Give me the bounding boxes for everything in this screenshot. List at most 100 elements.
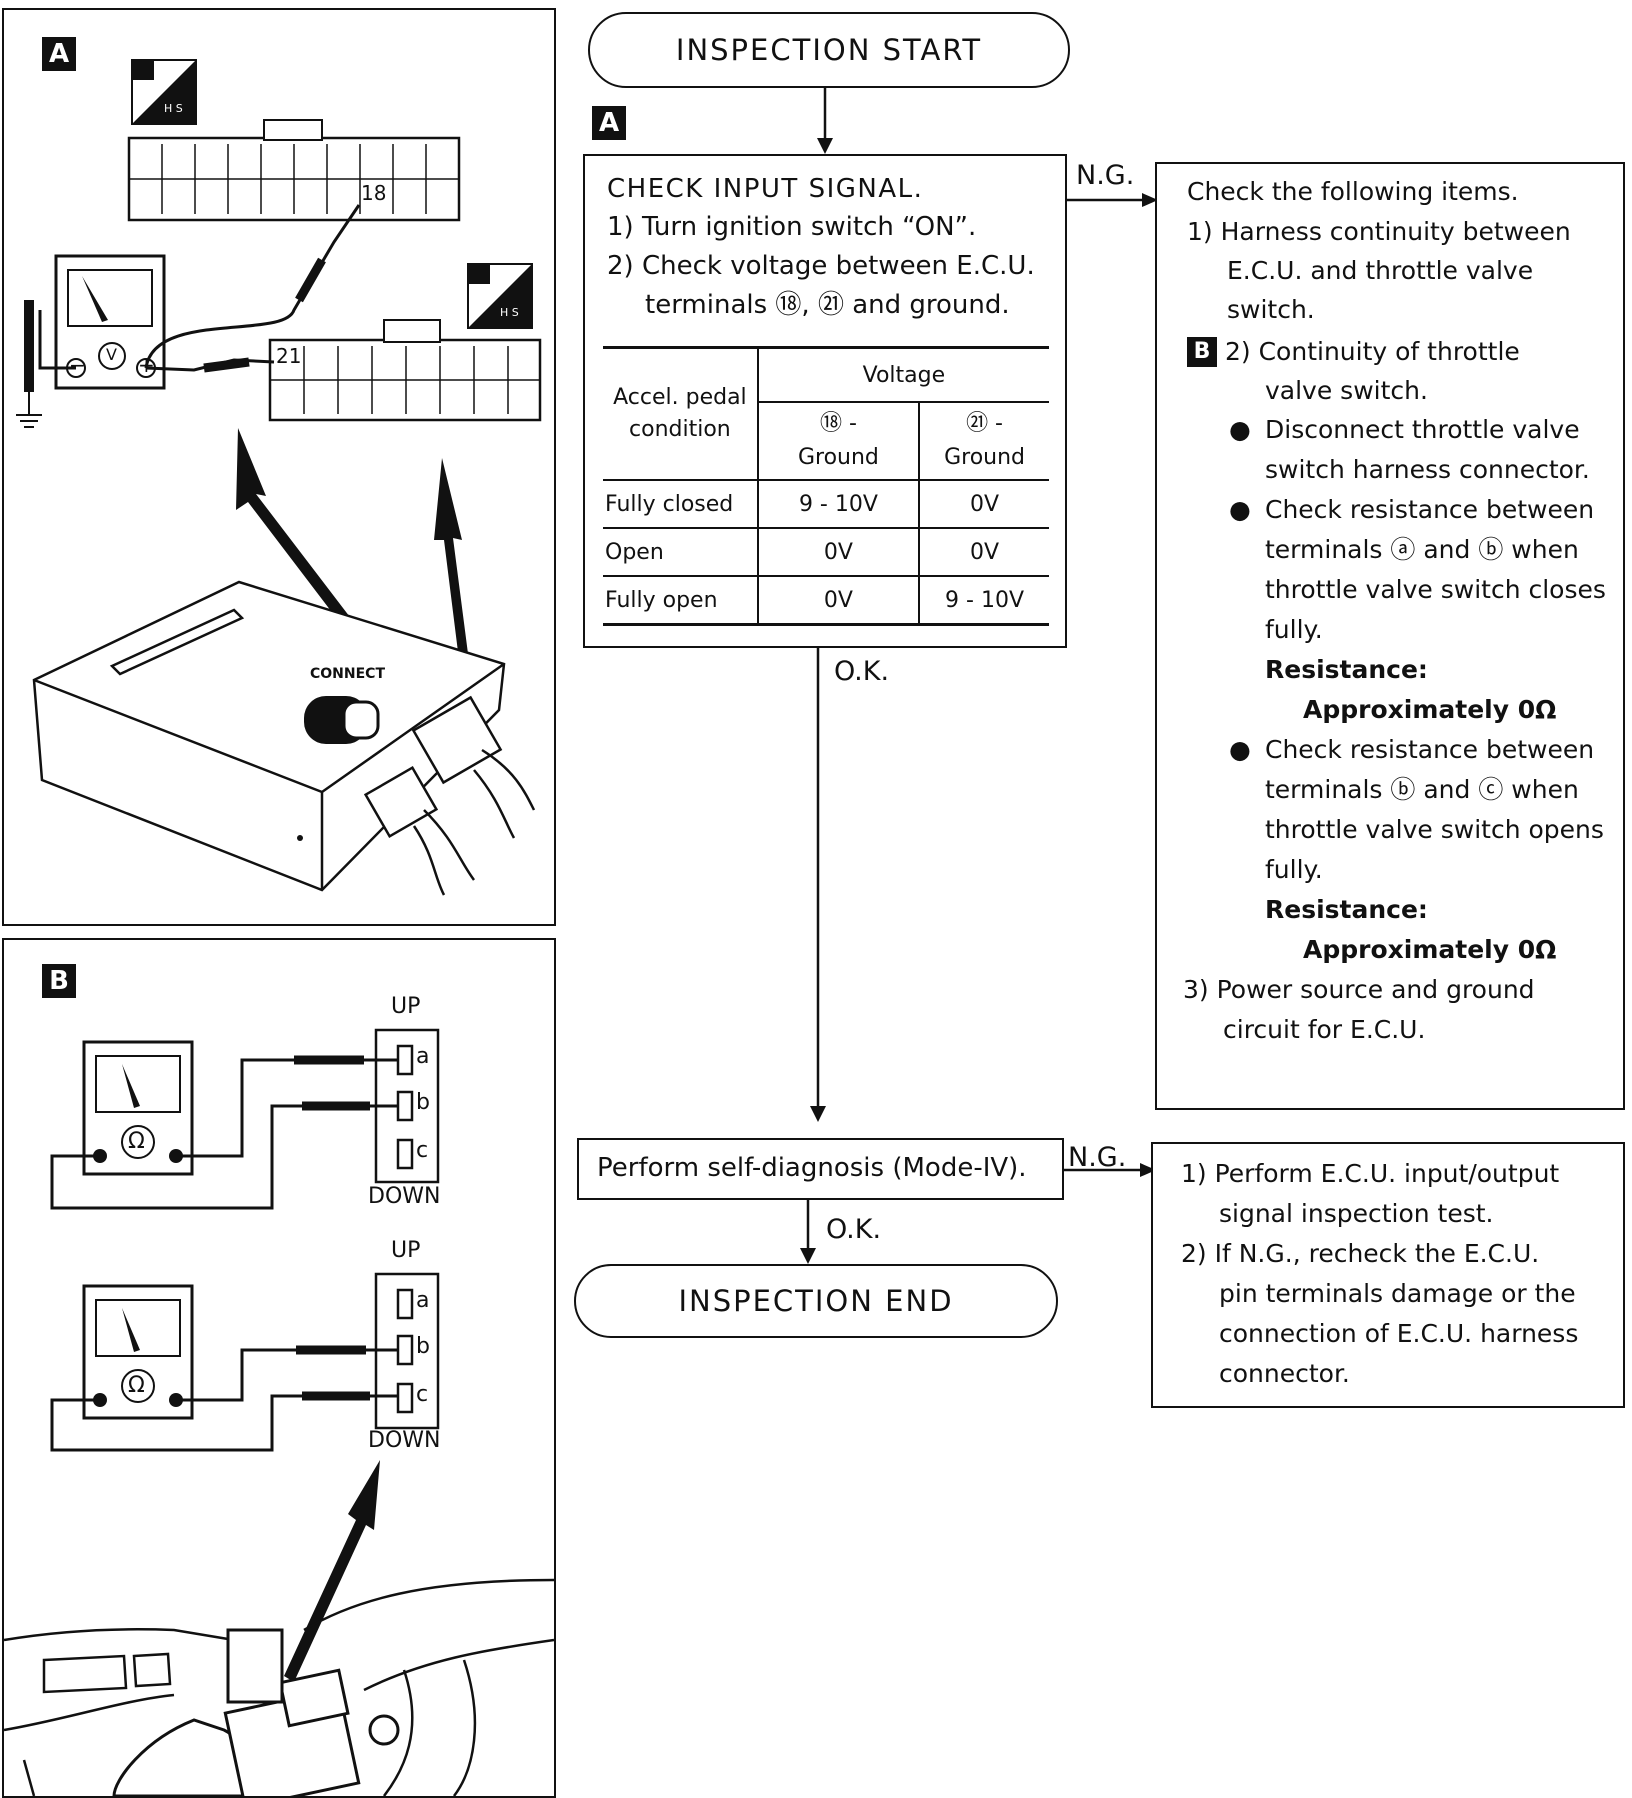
ecu-inspection-box: 1) Perform E.C.U. input/output signal in…	[1151, 1142, 1625, 1408]
hs-label-right: H S	[500, 306, 519, 319]
check-item-2e1: Check resistance between	[1265, 735, 1595, 764]
pin-18-label: 18	[361, 181, 387, 205]
check-item-2d3: throttle valve switch closes	[1265, 575, 1606, 604]
check-item-2e2: terminals ⓑ and ⓒ when	[1265, 775, 1579, 804]
ecu-item-2b: pin terminals damage or the	[1219, 1279, 1576, 1308]
row-v18: 0V	[757, 528, 921, 577]
check-item-2d4: fully.	[1265, 615, 1323, 644]
check-input-signal-box: CHECK INPUT SIGNAL. 1) Turn ignition swi…	[583, 154, 1067, 648]
terminal-b-label-2: b	[416, 1334, 430, 1359]
pin-21-label: 21	[276, 344, 302, 368]
self-diagnosis-box: Perform self-diagnosis (Mode-IV).	[577, 1138, 1064, 1200]
row-v21: 0V	[919, 528, 1049, 577]
check-step-2b: terminals ⑱, ㉑ and ground.	[645, 290, 1010, 320]
hs-symbol-icon	[131, 59, 197, 125]
ecu-item-2c: connection of E.C.U. harness	[1219, 1319, 1579, 1348]
up-label-1: UP	[391, 994, 421, 1019]
ohmmeter-icon	[82, 1284, 194, 1420]
connect-label: CONNECT	[310, 666, 385, 682]
check-item-2d1: Check resistance between	[1265, 495, 1595, 524]
figure-b-panel: B	[2, 938, 556, 1798]
row-condition: Fully closed	[603, 480, 759, 529]
table-row: Fully open 0V 9 - 10V	[603, 576, 1049, 626]
hs-label-top: H S	[164, 102, 183, 115]
check-item-1a: 1) Harness continuity between	[1187, 217, 1571, 246]
check-item-2a: 2) Continuity of throttle	[1225, 337, 1520, 366]
arrow-head	[817, 138, 833, 154]
figure-a-badge: A	[42, 37, 76, 71]
col-condition-header: Accel. pedal condition	[603, 346, 759, 481]
minus-label: −	[69, 353, 86, 377]
down-label-1: DOWN	[368, 1184, 441, 1209]
check-title: CHECK INPUT SIGNAL.	[607, 174, 924, 204]
terminal-a-label-1: a	[416, 1044, 430, 1069]
plus-label: +	[138, 353, 155, 377]
check-step-2a: 2) Check voltage between E.C.U.	[607, 251, 1035, 281]
throttle-switch-resistance-illustration	[4, 1028, 554, 1796]
bullet-icon: ●	[1229, 415, 1251, 444]
row-condition: Fully open	[603, 576, 759, 626]
check-item-2c2: switch harness connector.	[1265, 455, 1590, 484]
arrow-head	[1140, 1163, 1156, 1177]
check-item-1c: switch.	[1227, 295, 1315, 324]
table-row: Fully closed 9 - 10V 0V	[603, 480, 1049, 529]
resistance-label-2: Resistance:	[1265, 895, 1428, 924]
ecu-item-1a: 1) Perform E.C.U. input/output	[1181, 1159, 1560, 1188]
ohm-symbol-2: Ω	[128, 1373, 145, 1398]
resistance-value-2: Approximately 0Ω	[1303, 935, 1557, 964]
row-v18: 9 - 10V	[757, 480, 921, 529]
self-diagnosis-text: Perform self-diagnosis (Mode-IV).	[597, 1153, 1027, 1183]
ecu-item-2a: 2) If N.G., recheck the E.C.U.	[1181, 1239, 1540, 1268]
inspection-start: INSPECTION START	[588, 12, 1070, 88]
check-items-box: Check the following items. 1) Harness co…	[1155, 162, 1625, 1110]
row-v18: 0V	[757, 576, 921, 626]
ok-label-2: O.K.	[826, 1214, 882, 1245]
terminal-a-label-2: a	[416, 1288, 430, 1313]
check-step-1: 1) Turn ignition switch “ON”.	[607, 212, 977, 242]
check-item-2e4: fully.	[1265, 855, 1323, 884]
voltage-table: Accel. pedal condition Voltage ⑱ - Groun…	[603, 346, 1049, 626]
check-item-3b: circuit for E.C.U.	[1223, 1015, 1426, 1044]
arrow-head	[800, 1248, 816, 1264]
check-item-1b: E.C.U. and throttle valve	[1227, 256, 1534, 285]
ecu-voltage-test-illustration	[16, 59, 542, 896]
connect-symbol-icon	[304, 696, 380, 744]
step-b-badge: B	[1187, 337, 1217, 367]
terminal-c-label-2: c	[416, 1382, 429, 1407]
check-item-2c1: Disconnect throttle valve	[1265, 415, 1580, 444]
down-label-2: DOWN	[368, 1428, 441, 1453]
bullet-icon: ●	[1229, 495, 1251, 524]
row-v21: 0V	[919, 480, 1049, 529]
check-item-2d2: terminals ⓐ and ⓑ when	[1265, 535, 1579, 564]
col-voltage-header: Voltage	[757, 346, 1049, 403]
arrow-head	[810, 1106, 826, 1122]
inspection-end: INSPECTION END	[574, 1264, 1058, 1338]
step-a-badge: A	[592, 106, 626, 140]
arrow-head	[1142, 193, 1158, 207]
row-condition: Open	[603, 528, 759, 577]
terminal-b-label-1: b	[416, 1090, 430, 1115]
resistance-value-1: Approximately 0Ω	[1303, 695, 1557, 724]
col-21-header: ㉑ - Ground	[919, 402, 1049, 481]
bullet-icon: ●	[1229, 735, 1251, 764]
ecu-item-1b: signal inspection test.	[1219, 1199, 1494, 1228]
ng-label-2: N.G.	[1068, 1142, 1127, 1173]
col-18-header: ⑱ - Ground	[757, 402, 921, 481]
ecu-connector-top	[127, 119, 461, 222]
resistance-label-1: Resistance:	[1265, 655, 1428, 684]
throttle-body	[112, 1628, 400, 1796]
terminal-c-label-1: c	[416, 1138, 429, 1163]
check-item-3a: 3) Power source and ground	[1183, 975, 1535, 1004]
ohmmeter-icon	[82, 1040, 194, 1176]
ohm-symbol-1: Ω	[128, 1129, 145, 1154]
check-item-2e3: throttle valve switch opens	[1265, 815, 1604, 844]
ecu-item-2d: connector.	[1219, 1359, 1350, 1388]
figure-b-badge: B	[42, 964, 76, 998]
ng-label-1: N.G.	[1076, 160, 1135, 191]
voltmeter-v-label: V	[106, 345, 117, 364]
ecu-connector-right	[268, 319, 542, 422]
row-v21: 9 - 10V	[919, 576, 1049, 626]
ok-label-1: O.K.	[834, 656, 890, 687]
check-items-heading: Check the following items.	[1187, 177, 1519, 206]
